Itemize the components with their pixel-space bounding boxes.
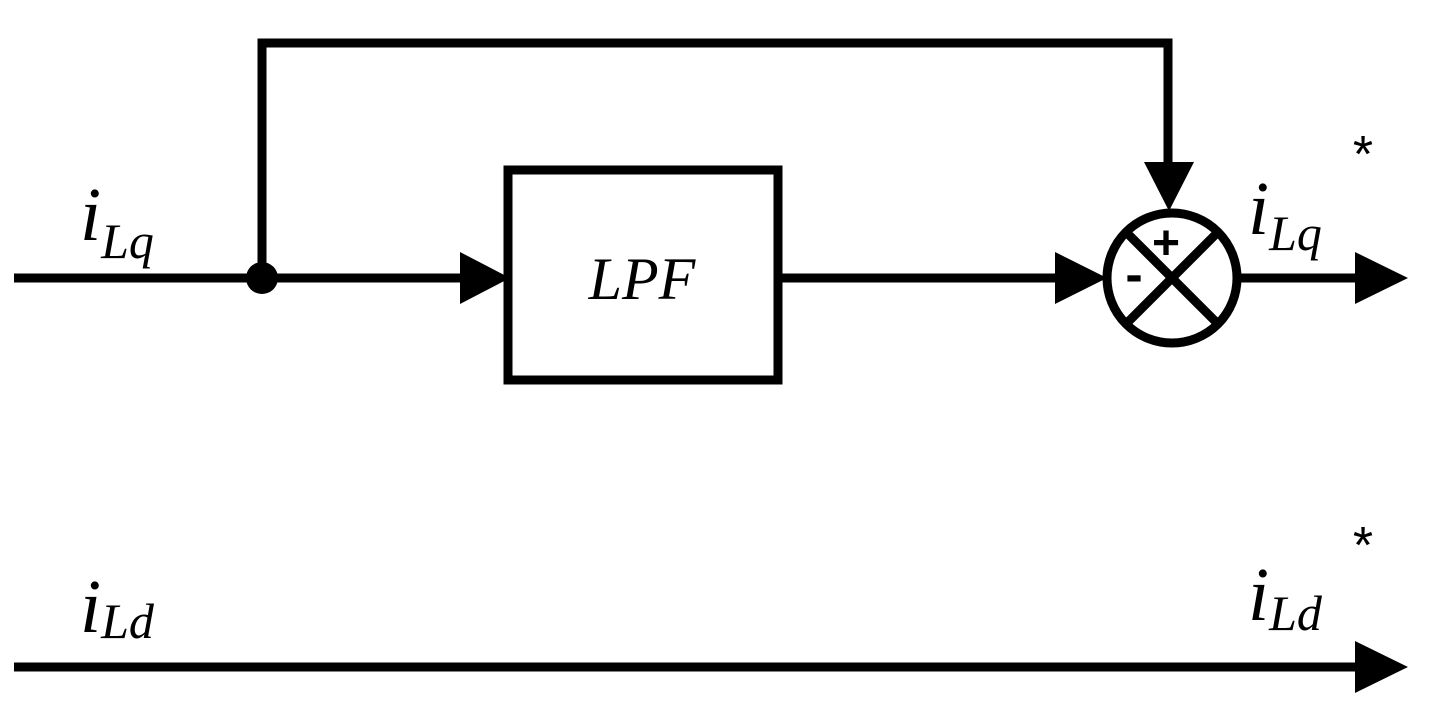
summing-cross-b — [1122, 228, 1222, 328]
lpf-block — [503, 165, 783, 385]
output-q-sub: Lq — [1268, 205, 1322, 261]
output-d-sub: Ld — [1268, 585, 1323, 641]
input-q-sub: Lq — [100, 213, 154, 269]
arrowhead-output-q — [1355, 252, 1408, 304]
wire-feedforward — [257, 38, 1173, 278]
plus-sign: + — [1152, 217, 1180, 270]
arrowhead-into-sum-minus — [1055, 252, 1107, 304]
input-d-sub: Ld — [100, 593, 155, 649]
output-d-star: * — [1353, 517, 1373, 575]
branch-point — [246, 262, 278, 294]
minus-sign: - — [1125, 246, 1142, 304]
input-q-main: i — [80, 173, 101, 257]
lpf-label: LPF — [588, 246, 697, 312]
output-q-main: i — [1248, 167, 1269, 251]
arrowhead-into-lpf — [460, 252, 510, 304]
output-q-star: * — [1353, 126, 1373, 184]
output-d-main: i — [1248, 553, 1269, 637]
output-q-label: iLq — [1248, 167, 1322, 261]
input-d-label: iLd — [80, 565, 155, 649]
input-d-main: i — [80, 565, 101, 649]
input-q-label: iLq — [80, 173, 154, 269]
arrowhead-into-sum-plus — [1144, 162, 1194, 211]
output-d-label: iLd — [1248, 553, 1323, 641]
arrowhead-output-d — [1355, 641, 1408, 693]
